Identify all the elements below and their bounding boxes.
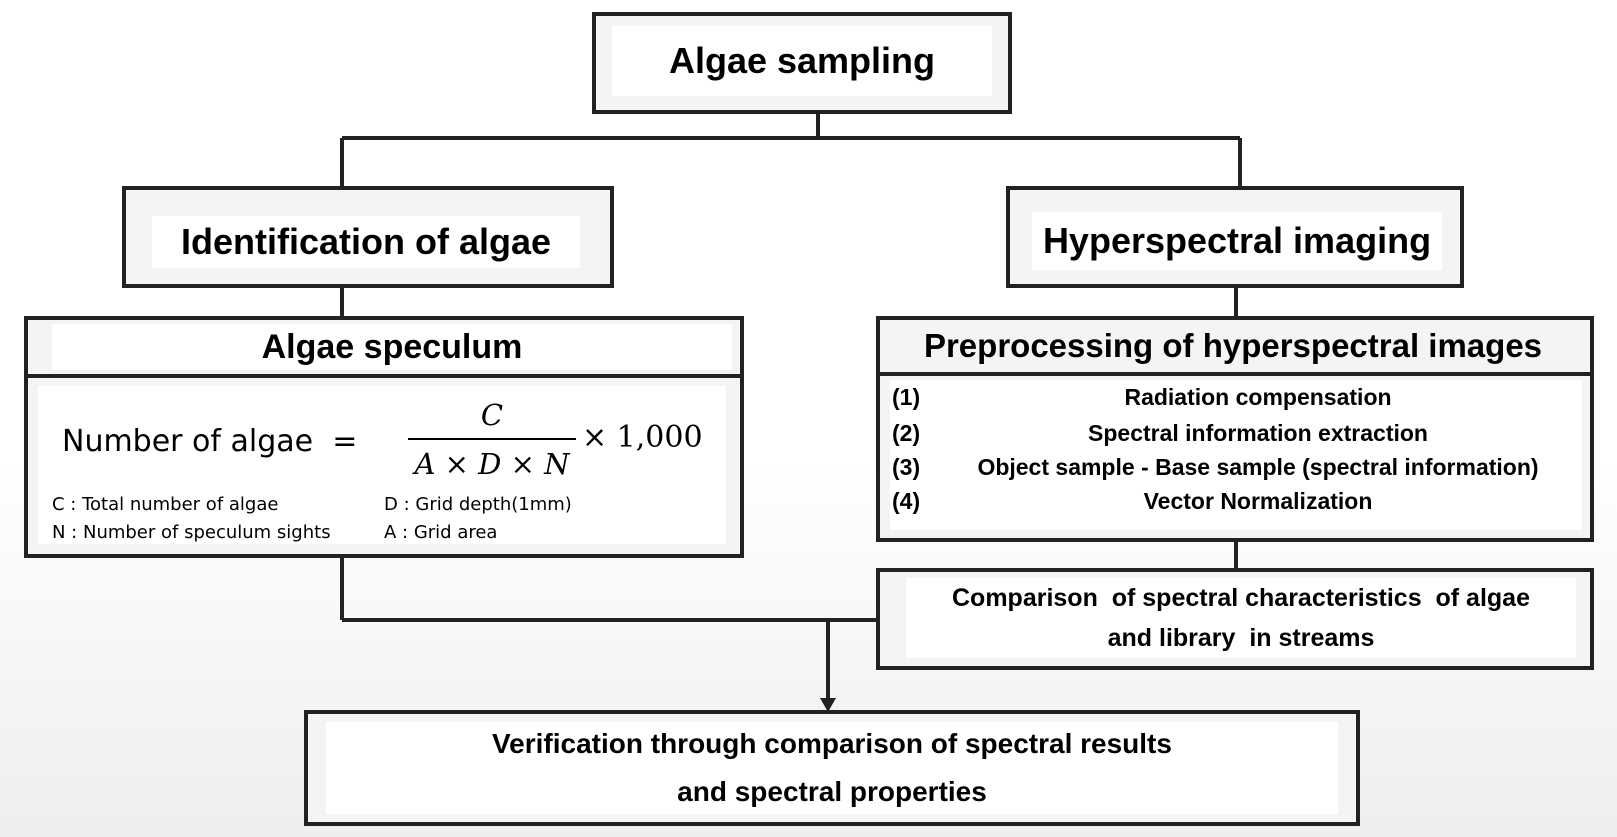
speculum-divider — [28, 374, 740, 378]
step-number: (4) — [892, 488, 921, 514]
comparison-text: Comparison of spectral characteristics o… — [906, 578, 1576, 658]
legend-n: N : Number of speculum sights — [52, 522, 331, 543]
verification-box: Verification through comparison of spect… — [304, 710, 1360, 826]
formula-numerator: C — [480, 398, 504, 432]
algae-count-formula: Number of algae = C A × D × N × 1,000 — [52, 394, 712, 490]
preprocessing-title: Preprocessing of hyperspectral images — [923, 327, 1543, 364]
formula-fraction: C A × D × N — [408, 394, 576, 484]
algae-speculum-box: Algae speculum Number of algae = C A × D… — [24, 316, 744, 558]
step-text: Radiation compensation — [1124, 384, 1392, 410]
step-text: Object sample - Base sample (spectral in… — [977, 454, 1539, 480]
step-3: (3) Object sample - Base sample (spectra… — [890, 454, 1582, 484]
formula-denominator: A × D × N — [414, 447, 570, 481]
identification-box: Identification of algae — [122, 186, 614, 288]
step-number: (3) — [892, 454, 921, 480]
fraction-bar — [408, 438, 576, 440]
comparison-line-2: and library in streams — [1107, 624, 1375, 652]
preprocessing-steps: (1) Radiation compensation (2) Spectral … — [890, 380, 1582, 530]
hyperspectral-box: Hyperspectral imaging — [1006, 186, 1464, 288]
hyperspectral-label: Hyperspectral imaging — [1032, 212, 1442, 270]
verification-text: Verification through comparison of spect… — [326, 722, 1338, 814]
step-text: Vector Normalization — [1143, 488, 1373, 514]
legend-a: A : Grid area — [384, 522, 498, 543]
speculum-body: Number of algae = C A × D × N × 1,000 C … — [38, 386, 726, 544]
speculum-title: Algae speculum — [52, 324, 732, 370]
legend-c: C : Total number of algae — [52, 494, 279, 515]
verification-line-1: Verification through comparison of spect… — [492, 728, 1172, 759]
step-4: (4) Vector Normalization — [890, 488, 1582, 518]
step-number: (2) — [892, 420, 921, 446]
preprocessing-box: Preprocessing of hyperspectral images (1… — [876, 316, 1594, 542]
formula-equals: = — [332, 424, 358, 459]
formula-multiplier: × 1,000 — [582, 420, 703, 455]
legend-d: D : Grid depth(1mm) — [384, 494, 572, 515]
formula-label: Number of algae = — [62, 424, 357, 459]
preprocessing-divider — [880, 372, 1590, 376]
step-1: (1) Radiation compensation — [890, 384, 1582, 414]
algae-sampling-label: Algae sampling — [612, 26, 992, 96]
algae-sampling-box: Algae sampling — [592, 12, 1012, 114]
step-number: (1) — [892, 384, 921, 410]
step-text: Spectral information extraction — [1088, 420, 1428, 446]
comparison-line-1: Comparison of spectral characteristics o… — [952, 584, 1530, 612]
step-2: (2) Spectral information extraction — [890, 420, 1582, 450]
comparison-box: Comparison of spectral characteristics o… — [876, 568, 1594, 670]
identification-label: Identification of algae — [152, 216, 580, 268]
formula-label-text: Number of algae — [62, 424, 314, 459]
verification-line-2: and spectral properties — [677, 776, 987, 807]
